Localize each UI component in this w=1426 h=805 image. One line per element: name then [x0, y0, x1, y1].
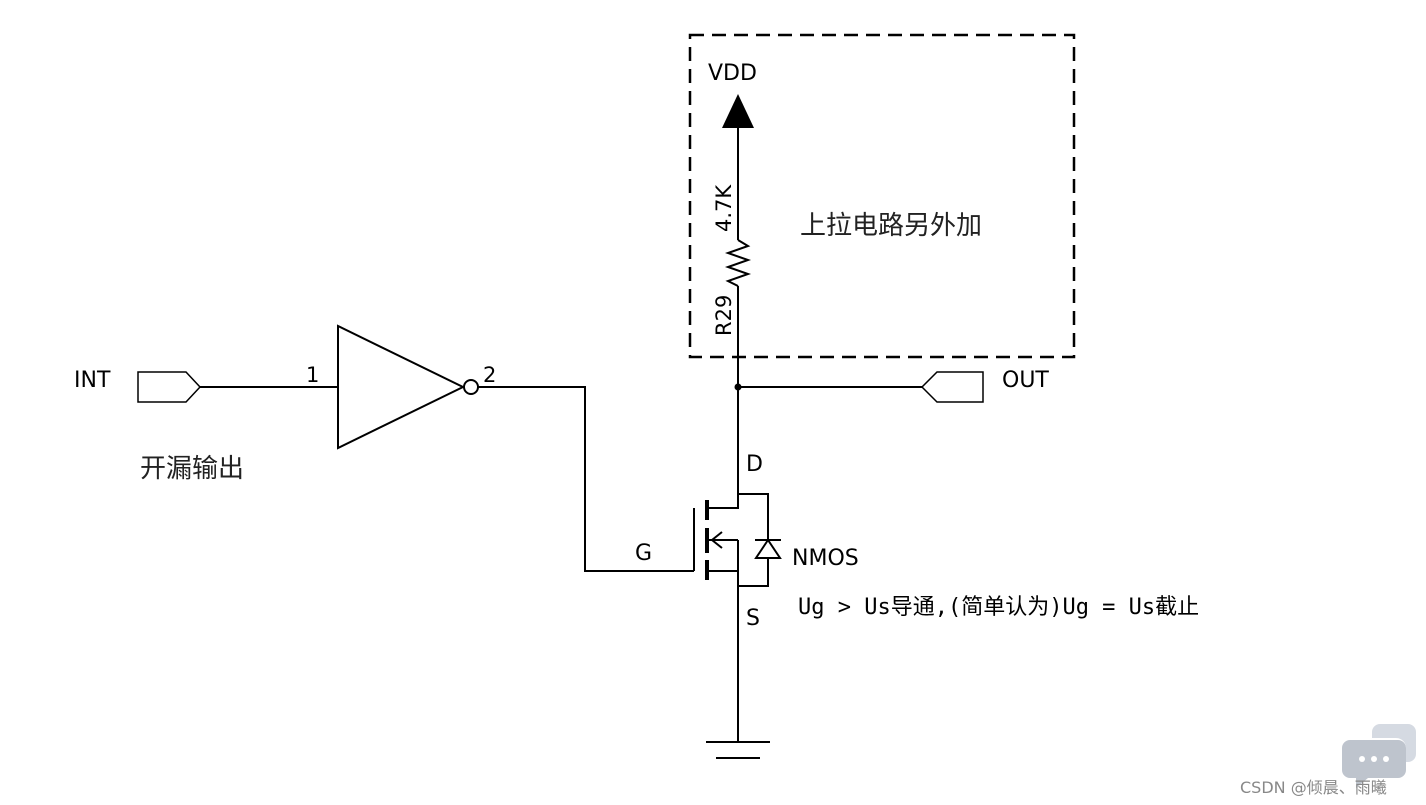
resistor-value-label: 4.7K	[712, 184, 736, 232]
out-port-icon	[920, 371, 984, 403]
int-port-icon	[137, 371, 202, 403]
inverter-bubble	[463, 379, 479, 395]
source-label: S	[746, 606, 760, 631]
pullup-note: 上拉电路另外加	[800, 211, 982, 241]
mosfet-arrow-icon	[710, 531, 723, 549]
vdd-label: VDD	[708, 61, 757, 86]
gate-label: G	[635, 541, 652, 566]
inverter-pin-out-label: 2	[483, 363, 496, 387]
chat-bubble-icon	[1342, 724, 1416, 788]
condition-note: Ug > Us导通,(简单认为)Ug = Us截止	[798, 595, 1199, 620]
inverter-pin-in-label: 1	[306, 363, 319, 387]
resistor-ref-label: R29	[712, 295, 736, 336]
body-diode-icon	[754, 538, 782, 559]
watermark-text: CSDN @倾晨、雨曦	[1240, 778, 1387, 797]
drain-label: D	[746, 452, 763, 477]
mosfet-source-lead	[707, 570, 739, 710]
int-label: INT	[74, 368, 111, 393]
resistor-r29	[724, 239, 752, 287]
out-label: OUT	[1002, 368, 1049, 393]
vdd-arrow-icon	[722, 94, 754, 128]
gate-wire	[478, 386, 694, 572]
inverter-gate	[337, 324, 466, 450]
mosfet-type-label: NMOS	[792, 546, 859, 571]
open-drain-note: 开漏输出	[140, 454, 244, 484]
mosfet-drain-lead	[707, 480, 739, 509]
